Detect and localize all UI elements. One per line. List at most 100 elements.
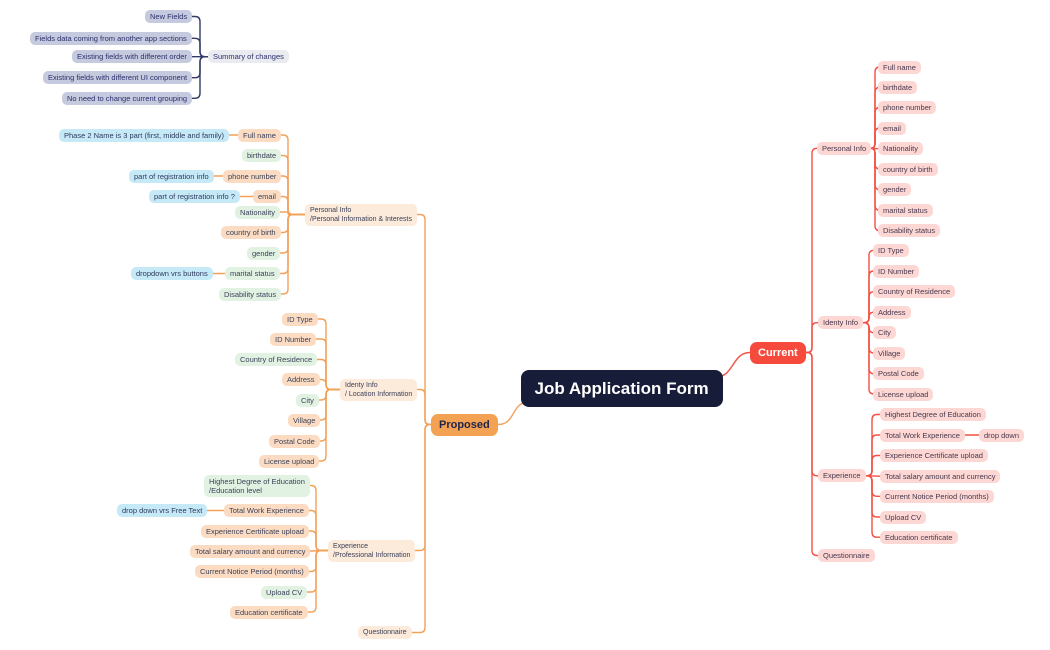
- connector-current-personal-r: [805, 147, 818, 354]
- topic-identy-r[interactable]: Identy Info: [818, 316, 864, 330]
- topic-highest-r[interactable]: Highest Degree of Education: [880, 408, 986, 421]
- topic-address-r[interactable]: Address: [873, 305, 911, 319]
- topic-note-phase2[interactable]: Phase 2 Name is 3 part (first, middle an…: [59, 128, 230, 142]
- topic-birthdate-l[interactable]: birthdate: [242, 149, 282, 162]
- connector-current-questionnaire-r: [805, 351, 819, 557]
- topic-nationality-l[interactable]: Nationality: [235, 205, 281, 219]
- topic-disability-l[interactable]: Disability status: [219, 287, 282, 301]
- topic-full-name-l[interactable]: Full name: [238, 128, 281, 142]
- topic-address-l[interactable]: Address: [282, 373, 320, 386]
- topic-full-name-r[interactable]: Full name: [878, 60, 921, 74]
- topic-questionnaire-r[interactable]: Questionnaire: [818, 549, 875, 562]
- topic-note-freetext[interactable]: drop down vrs Free Text: [117, 504, 208, 517]
- topic-notice-r[interactable]: Current Notice Period (months): [880, 489, 994, 503]
- connector-experience-r-exp-cert-r: [865, 454, 881, 477]
- topic-drop-down-r[interactable]: drop down: [979, 428, 1025, 442]
- connector-personal-l-country-birth-l: [280, 213, 306, 234]
- topic-postal-l[interactable]: Postal Code: [269, 434, 320, 448]
- topic-existing-order[interactable]: Existing fields with different order: [72, 50, 192, 64]
- topic-gender-l[interactable]: gender: [247, 246, 281, 260]
- topic-country-res-l[interactable]: Country of Residence: [235, 353, 318, 366]
- topic-upload-cv-r[interactable]: Upload CV: [880, 510, 927, 524]
- connector-identy-l-postal-l: [319, 388, 341, 442]
- topic-questionnaire-l[interactable]: Questionnaire: [358, 626, 412, 639]
- topic-marital-r[interactable]: marital status: [878, 203, 933, 217]
- topic-id-number-l[interactable]: ID Number: [270, 332, 317, 346]
- topic-id-type-r[interactable]: ID Type: [873, 243, 909, 257]
- topic-edu-cert-r[interactable]: Education certificate: [880, 530, 958, 544]
- topic-total-salary-l[interactable]: Total salary amount and currency: [190, 544, 311, 558]
- topic-birthdate-r[interactable]: birthdate: [878, 80, 918, 94]
- topic-village-l[interactable]: Village: [288, 413, 321, 427]
- connector-experience-l-highest-l: [309, 484, 329, 552]
- connector-current-identy-r: [805, 322, 819, 354]
- connector-experience-r-edu-cert-r: [865, 475, 881, 538]
- connector-identy-l-city-l: [318, 388, 341, 401]
- topic-city-r[interactable]: City: [873, 326, 896, 340]
- topic-country-birth-l[interactable]: country of birth: [221, 226, 281, 239]
- topic-phone-r[interactable]: phone number: [878, 101, 937, 114]
- topic-note-reg-info[interactable]: part of registration info: [129, 169, 214, 183]
- topic-proposed[interactable]: Proposed: [431, 413, 498, 436]
- connector-experience-l-notice-l: [308, 549, 329, 573]
- topic-license-l[interactable]: License upload: [259, 454, 320, 468]
- topic-village-r[interactable]: Village: [873, 346, 906, 360]
- connector-personal-l-full-name-l: [280, 134, 306, 216]
- topic-exp-cert-l[interactable]: Experience Certificate upload: [201, 524, 309, 538]
- connector-experience-r-notice-r: [865, 475, 881, 497]
- topic-personal-l[interactable]: Personal Info /Personal Information & In…: [305, 203, 417, 226]
- connector-proposed-personal-l: [416, 213, 432, 426]
- topic-new-fields[interactable]: New Fields: [145, 10, 193, 23]
- connector-identy-l-country-res-l: [316, 358, 341, 391]
- topic-total-work-r[interactable]: Total Work Experience: [880, 428, 965, 442]
- topic-phone-l[interactable]: phone number: [223, 169, 282, 183]
- topic-email-l[interactable]: email: [253, 190, 281, 203]
- topic-email-r[interactable]: email: [878, 121, 906, 135]
- topic-identy-l[interactable]: Identy Info / Location Information: [340, 378, 418, 401]
- connector-identy-r-license-r: [862, 322, 875, 395]
- connector-summary-fields-from-other: [191, 37, 209, 58]
- topic-no-change-grouping[interactable]: No need to change current grouping: [62, 91, 193, 105]
- topic-country-birth-r[interactable]: country of birth: [878, 162, 938, 176]
- connector-proposed-experience-l: [414, 423, 432, 552]
- connector-personal-l-phone-l: [280, 175, 306, 216]
- topic-postal-r[interactable]: Postal Code: [873, 367, 924, 381]
- connector-proposed-identy-l: [416, 388, 432, 426]
- topic-title[interactable]: Job Application Form: [520, 370, 723, 407]
- connector-personal-l-marital-l: [279, 213, 306, 275]
- connector-identy-l-license-l: [318, 388, 341, 462]
- topic-license-r[interactable]: License upload: [873, 387, 934, 401]
- topic-fields-from-other[interactable]: Fields data coming from another app sect…: [30, 31, 192, 45]
- topic-marital-l[interactable]: marital status: [225, 267, 280, 280]
- topic-existing-ui[interactable]: Existing fields with different UI compon…: [43, 71, 193, 85]
- topic-id-type-l[interactable]: ID Type: [282, 312, 318, 326]
- topic-nationality-r[interactable]: Nationality: [878, 142, 924, 156]
- connector-personal-l-birthdate-l: [280, 154, 306, 216]
- topic-edu-cert-l[interactable]: Education certificate: [230, 605, 308, 619]
- topic-exp-cert-r[interactable]: Experience Certificate upload: [880, 449, 988, 462]
- topic-total-salary-r[interactable]: Total salary amount and currency: [880, 469, 1001, 483]
- topic-current[interactable]: Current: [750, 341, 806, 364]
- topic-note-reg-info2[interactable]: part of registration info ?: [149, 190, 240, 203]
- topic-experience-r[interactable]: Experience: [818, 469, 866, 483]
- topic-country-res-r[interactable]: Country of Residence: [873, 285, 956, 299]
- connector-identy-l-id-number-l: [315, 338, 341, 391]
- connector-identy-l-village-l: [319, 388, 341, 421]
- connector-personal-l-gender-l: [279, 213, 306, 254]
- topic-total-work-l[interactable]: Total Work Experience: [224, 504, 309, 517]
- connector-summary-no-change-grouping: [191, 56, 209, 99]
- topic-upload-cv-l[interactable]: Upload CV: [261, 585, 308, 599]
- topic-notice-l[interactable]: Current Notice Period (months): [195, 565, 309, 578]
- topic-experience-l[interactable]: Experience /Professional Information: [328, 539, 416, 562]
- topic-gender-r[interactable]: gender: [878, 183, 912, 197]
- topic-note-dropdown-buttons[interactable]: dropdown vrs buttons: [131, 267, 213, 280]
- connector-personal-l-nationality-l: [279, 211, 306, 216]
- topic-highest-l[interactable]: Highest Degree of Education /Education l…: [204, 474, 310, 497]
- topic-city-l[interactable]: City: [296, 393, 319, 407]
- topic-disability-r[interactable]: Disability status: [878, 224, 941, 238]
- connector-identy-l-address-l: [319, 378, 341, 391]
- topic-personal-r[interactable]: Personal Info: [817, 141, 872, 155]
- topic-id-number-r[interactable]: ID Number: [873, 264, 920, 278]
- topic-summary[interactable]: Summary of changes: [208, 50, 289, 64]
- connector-experience-l-exp-cert-l: [308, 530, 329, 552]
